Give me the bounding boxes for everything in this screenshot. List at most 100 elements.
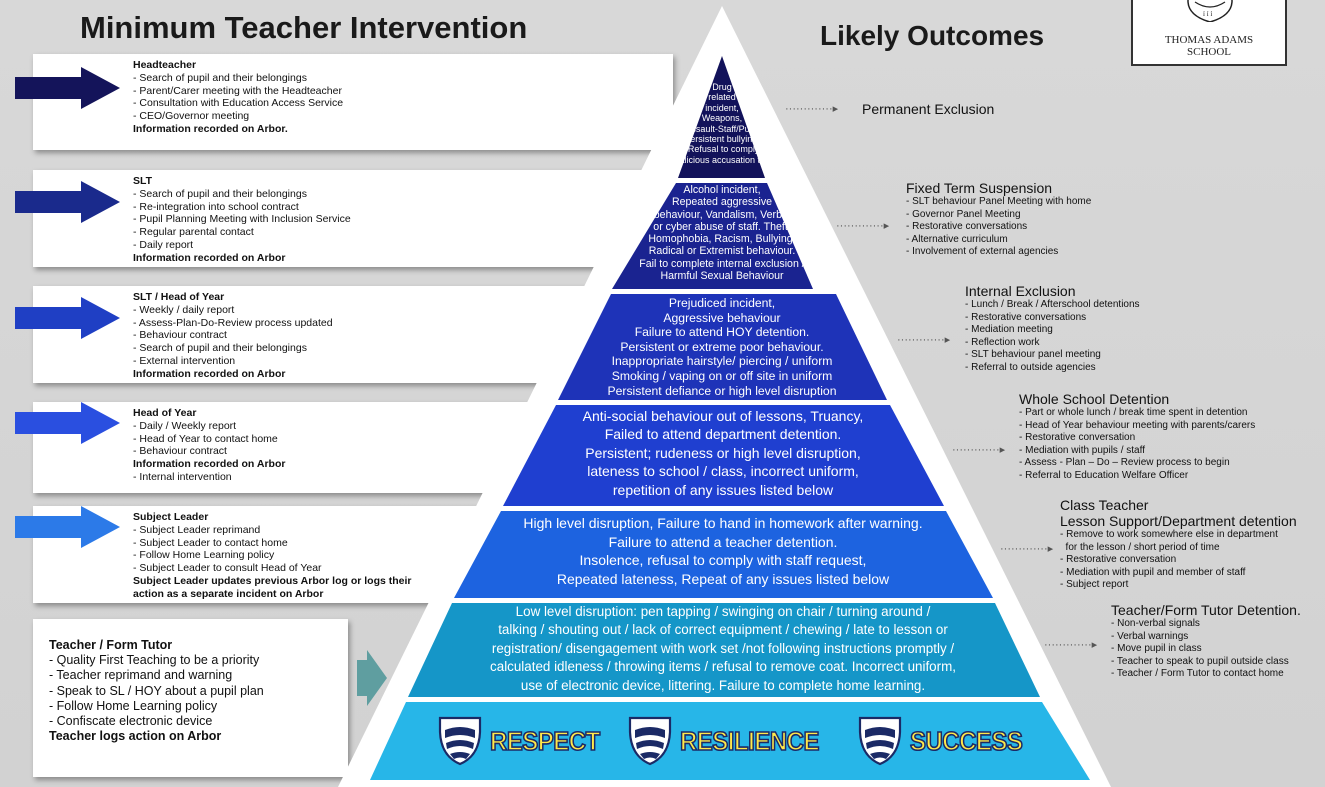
outcome-item: - Involvement of external agencies xyxy=(906,246,1059,257)
tier-3-text: Prejudiced incident, Aggressive behaviou… xyxy=(552,296,892,398)
tier-line: Smoking / vaping on or off site in unifo… xyxy=(611,368,833,383)
outcome-subtitle: Lesson Support/Department detention xyxy=(1060,513,1297,529)
card-item: - Subject Leader reprimand xyxy=(133,523,261,536)
outcome-item: - Verbal warnings xyxy=(1111,630,1189,642)
outcome-fixed-term-suspension: Fixed Term Suspension - SLT behaviour Pa… xyxy=(906,180,1091,259)
tier-line: Insolence, refusal to comply with staff … xyxy=(579,552,867,569)
card-item: - External intervention xyxy=(133,354,236,367)
dotted-arrow-icon: ·············▸ xyxy=(1000,543,1054,555)
card-item: - Re-integration into school contract xyxy=(133,200,299,213)
outcomes-title: Likely Outcomes xyxy=(820,20,1045,51)
outcome-item: - Non-verbal signals xyxy=(1111,618,1200,629)
outcome-item: - Assess - Plan – Do – Review process to… xyxy=(1019,457,1230,468)
arrow-right-icon xyxy=(15,402,120,444)
outcome-item: - Teacher / Form Tutor to contact home xyxy=(1111,668,1284,679)
card-item: - Regular parental contact xyxy=(133,226,254,239)
tier-6 xyxy=(408,603,1040,697)
card-item: - Follow Home Learning policy xyxy=(49,698,218,713)
svg-text:ỉ ỉ ỉ: ỉ ỉ ỉ xyxy=(1203,10,1212,18)
card-item: - Confiscate electronic device xyxy=(49,714,213,729)
card-item: - Speak to SL / HOY about a pupil plan xyxy=(49,683,264,698)
outcome-whole-school-detention: Whole School Detention - Part or whole l… xyxy=(1019,391,1255,482)
outcome-title: Fixed Term Suspension xyxy=(906,180,1053,196)
card-item: - Behaviour contract xyxy=(133,445,227,458)
card-item: - Quality First Teaching to be a priorit… xyxy=(49,653,260,668)
card-item: - Daily report xyxy=(133,238,194,251)
outcome-item: - Restorative conversation xyxy=(1060,554,1177,565)
outcome-class-teacher: Class Teacher Lesson Support/Department … xyxy=(1060,497,1297,592)
card-title: Teacher / Form Tutor xyxy=(49,638,173,652)
card-item: - Weekly / daily report xyxy=(133,303,235,316)
tier-line: Persistent bullying, xyxy=(684,134,760,145)
tier-line: Persistent defiance or high level disrup… xyxy=(607,383,837,398)
tier-line: Prejudiced incident, xyxy=(668,296,776,310)
tier-line: Fail to complete internal exclusion / xyxy=(639,257,805,270)
arrow-right-icon xyxy=(15,181,120,223)
tier-line: High level disruption, Failure to hand i… xyxy=(523,515,923,531)
card-item: - Pupil Planning Meeting with Inclusion … xyxy=(133,213,351,226)
card-item: - Consultation with Education Access Ser… xyxy=(133,97,344,110)
intervention-card-slt: SLT - Search of pupil and their belongin… xyxy=(15,170,673,267)
shield-crest-icon xyxy=(858,716,902,766)
tier-line: Failure to attend a teacher detention. xyxy=(608,533,838,550)
card-item: - Assess-Plan-Do-Review process updated xyxy=(133,316,333,329)
arrow-shape xyxy=(15,67,120,109)
card-item: - CEO/Governor meeting xyxy=(133,110,250,123)
dotted-arrow-icon: ·············▸ xyxy=(1044,639,1098,651)
main-title: Minimum Teacher Intervention xyxy=(80,10,528,45)
tier-line: Malicious accusation to staff xyxy=(672,154,785,165)
intervention-card-teacher-form-tutor: Teacher / Form Tutor - Quality First Tea… xyxy=(33,619,348,777)
card-info: action as a separate incident on Arbor xyxy=(133,587,324,600)
card-title: SLT / Head of Year xyxy=(133,291,225,303)
card-title: Subject Leader xyxy=(133,511,209,523)
card-item: - Internal intervention xyxy=(133,470,232,483)
card-item: - Behaviour contract xyxy=(133,329,227,342)
tier-1 xyxy=(678,56,765,178)
outcome-item: - Restorative conversations xyxy=(906,221,1028,232)
card-info: Information recorded on Arbor xyxy=(133,367,286,380)
tier-line: Homophobia, Racism, Bullying, xyxy=(648,233,796,246)
tier-5-text: High level disruption, Failure to hand i… xyxy=(454,514,992,588)
dotted-arrow-icon: ·············▸ xyxy=(897,334,951,346)
tier-line: use of electronic device, littering. Fai… xyxy=(520,677,926,693)
tier-line: related xyxy=(708,92,736,103)
dotted-arrow-icon: ·············▸ xyxy=(836,220,890,232)
outcome-item: - Restorative conversations xyxy=(965,311,1087,323)
tier-2 xyxy=(612,183,813,289)
outcome-title: Permanent Exclusion xyxy=(862,101,995,117)
tier-5 xyxy=(454,511,993,598)
tier-line: registration/ disengagement with work se… xyxy=(491,640,955,656)
tier-base xyxy=(370,702,1090,780)
value-respect: RESPECT xyxy=(438,716,609,766)
tier-line: Drug xyxy=(712,82,732,92)
crest-icon: ỉ ỉ ỉ xyxy=(1187,0,1233,22)
outcome-title: Class Teacher xyxy=(1060,497,1149,513)
outcome-item: - Remove to work somewhere else in depar… xyxy=(1060,529,1278,540)
outcome-title: Internal Exclusion xyxy=(965,283,1076,299)
value-success: SUCCESS xyxy=(858,716,1032,766)
tier-line: Inappropriate hairstyle/ piercing / unif… xyxy=(611,354,833,369)
outcome-item: - Referral to outside agencies xyxy=(965,361,1096,373)
card-title: Headteacher xyxy=(133,59,197,71)
outcome-item: - Alternative curriculum xyxy=(906,233,1008,245)
shield-crest-icon xyxy=(438,716,482,766)
tier-line: Alcohol incident, xyxy=(683,184,761,196)
tier-1-text: Drug related incident, Weapons, Assault-… xyxy=(672,82,785,165)
tier-2-text: Alcohol incident, Repeated aggressive be… xyxy=(612,184,832,282)
outcome-item: - SLT behaviour Panel Meeting with home xyxy=(906,196,1092,207)
outcome-internal-exclusion: Internal Exclusion - Lunch / Break / Aft… xyxy=(965,283,1140,374)
tier-line: talking / shouting out / lack of correct… xyxy=(498,622,948,638)
logo-line2: SCHOOL xyxy=(1186,46,1231,58)
card-item: - Subject Leader to consult Head of Year xyxy=(133,562,322,575)
tier-line: repetition of any issues listed below xyxy=(612,481,834,498)
tier-line: Assault-Staff/Pupil xyxy=(685,123,759,134)
tier-line: Failed to attend department detention. xyxy=(604,426,842,443)
card-item: - Head of Year to contact home xyxy=(133,432,278,445)
tier-6-text: Low level disruption: pen tapping / swin… xyxy=(410,603,1036,695)
tier-line: Radical or Extremist behaviour. xyxy=(648,245,796,258)
card-title: SLT xyxy=(133,175,153,187)
intervention-card-headteacher: Headteacher - Search of pupil and their … xyxy=(15,54,673,150)
card-info: Subject Leader updates previous Arbor lo… xyxy=(133,574,412,587)
tier-line: behaviour, Vandalism, Verbal xyxy=(653,208,791,221)
outcome-form-tutor-detention: Teacher/Form Tutor Detention. - Non-verb… xyxy=(1111,602,1301,681)
